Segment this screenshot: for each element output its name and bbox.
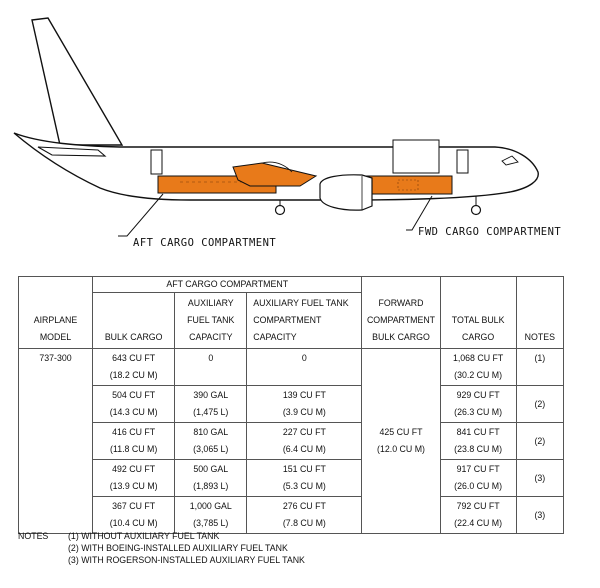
notes-label: NOTES: [18, 531, 49, 541]
table-row: 504 CU FT(14.3 CU M) 390 GAL(1,475 L) 13…: [19, 385, 565, 423]
note-item: (2) WITH BOEING-INSTALLED AUXILIARY FUEL…: [68, 543, 288, 553]
model-cell: 737-300: [17, 348, 94, 534]
forward-bulk-cell: 425 CU FT(12.0 CU M): [361, 348, 441, 534]
cockpit-window: [501, 155, 519, 166]
table-row: 416 CU FT(11.8 CU M) 810 GAL(3,065 L) 22…: [19, 422, 565, 460]
table-row: 492 CU FT(13.9 CU M) 500 GAL(1,893 L) 15…: [19, 459, 565, 497]
aft-cargo-callout: AFT CARGO COMPARTMENT: [133, 237, 277, 249]
fwd-door: [456, 149, 469, 174]
engine: [319, 174, 373, 211]
fwd-leader-line: [406, 195, 433, 231]
aft-leader-line: [118, 193, 164, 237]
fwd-cargo-callout: FWD CARGO COMPARTMENT: [418, 226, 562, 238]
nose-gear-wheel: [470, 204, 482, 216]
note-item: (3) WITH ROGERSON-INSTALLED AUXILIARY FU…: [68, 555, 305, 565]
horizontal-stabilizer: [37, 146, 107, 157]
main-gear-wheel: [274, 204, 286, 216]
table-row: 367 CU FT(10.4 CU M) 1,000 GAL(3,785 L) …: [19, 496, 565, 534]
aft-door: [150, 149, 163, 175]
tail-fin: [31, 17, 124, 146]
aft-group-header: AFT CARGO COMPARTMENT: [92, 276, 363, 293]
col-header-notes: NOTES: [515, 276, 565, 349]
table-row: 737-300 643 CU FT(18.2 CU M) 0 0 425 CU …: [17, 348, 565, 534]
airplane-cargo-diagram: [13, 17, 539, 237]
fwd-cargo-compartment: [363, 175, 453, 195]
note-item: (1) WITHOUT AUXILIARY FUEL TANK: [68, 531, 220, 541]
fwd-service-door: [392, 139, 440, 174]
col-header-bulk: BULK CARGO: [92, 292, 176, 349]
